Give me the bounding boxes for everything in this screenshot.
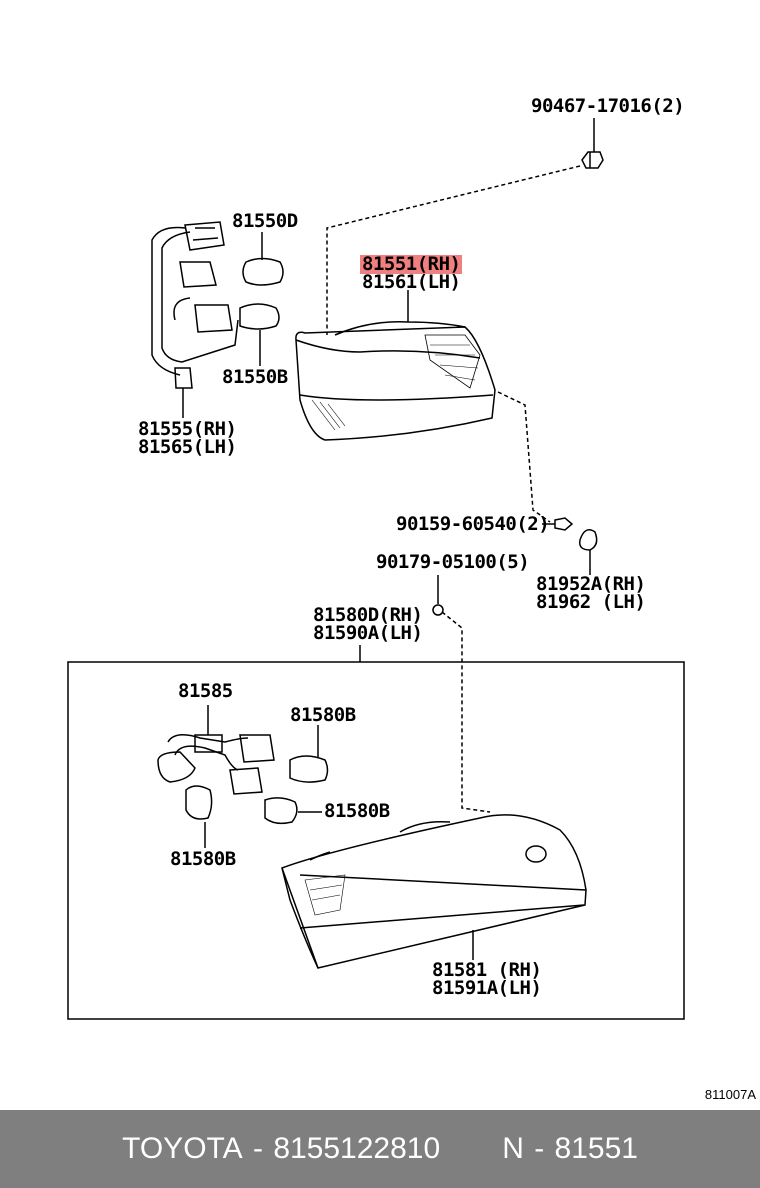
label-lens-81581-rh: 81581 (RH) [432, 959, 542, 981]
diagram-ref-code: 811007A [704, 1087, 756, 1102]
label-lamp-81590A-lh: 81590A(LH) [313, 622, 423, 644]
label-bulb-81550D: 81550D [232, 210, 298, 232]
label-lamp-81580D-rh: 81580D(RH) [313, 604, 423, 626]
label-bolt-90467: 90467-17016(2) [531, 95, 685, 117]
label-screw-90159: 90159-60540(2) [396, 513, 550, 535]
label-bulb-81580B-3: 81580B [170, 848, 236, 870]
footer-part-number: 8155122810 [273, 1132, 441, 1165]
label-grommet-81952A-rh: 81952A(RH) [536, 573, 646, 595]
label-clip-90179: 90179-05100(5) [376, 551, 530, 573]
label-bulb-81580B-1: 81580B [290, 704, 356, 726]
label-socket-81565-lh: 81565(LH) [138, 436, 237, 458]
grommet-81952A [578, 529, 598, 575]
upper-socket-harness [151, 221, 284, 418]
footer-ref: N - 81551 [502, 1132, 638, 1165]
bolt-90467 [581, 118, 604, 169]
label-harness-81585: 81585 [178, 680, 233, 702]
footer-bar: TOYOTA - 8155122810 N - 81551 [0, 1110, 760, 1188]
clip-90179 [432, 575, 444, 616]
lamp-assembly-box [67, 661, 685, 1020]
label-lens-81591A-lh: 81591A(LH) [432, 977, 542, 999]
parts-diagram [67, 118, 685, 1020]
label-bulb-81550B-upper: 81550B [222, 366, 288, 388]
lower-lamp-unit [281, 814, 587, 969]
leader-dashed-lines [326, 165, 581, 813]
footer-brand: TOYOTA [122, 1132, 243, 1165]
label-lens-81561-lh: 81561(LH) [362, 271, 461, 293]
label-socket-81555-rh: 81555(RH) [138, 418, 237, 440]
label-bulb-81580B-2: 81580B [324, 800, 390, 822]
label-lens-81551-rh-highlighted: 81551(RH) [360, 253, 463, 275]
label-grommet-81962-lh: 81962 (LH) [536, 591, 646, 613]
upper-lens-unit [295, 290, 496, 441]
lower-socket-harness [157, 705, 329, 848]
screw-90159 [542, 517, 574, 531]
